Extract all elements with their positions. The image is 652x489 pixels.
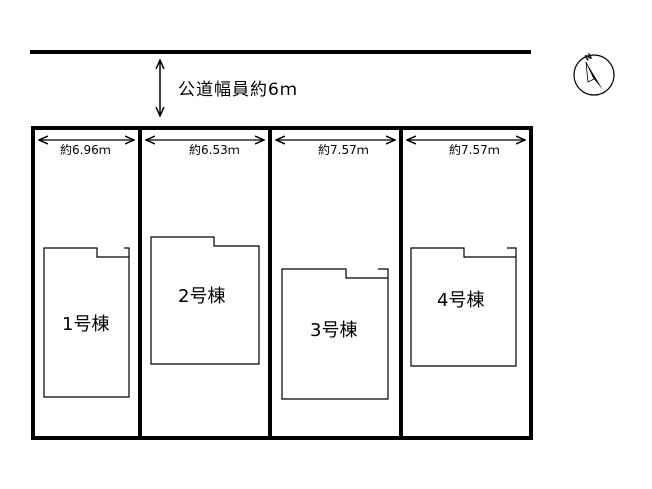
north-arrow-tail xyxy=(585,61,595,83)
lot-3-width-label: 約7.57ｍ xyxy=(318,142,369,157)
north-arrow-icon xyxy=(586,62,603,90)
building-footprints xyxy=(43,236,517,400)
compass-north-label: N xyxy=(583,52,593,63)
lot-boundaries xyxy=(31,126,533,440)
lot-4-boundary xyxy=(399,126,533,440)
building-3-footprint xyxy=(281,268,389,400)
building-1-footprint xyxy=(43,247,130,398)
building-4-footprint xyxy=(410,247,517,367)
lot-2-width-label: 約6.53ｍ xyxy=(189,142,240,157)
building-1-label: 1号棟 xyxy=(62,314,109,335)
lot-2-boundary xyxy=(138,126,272,440)
building-2-label: 2号棟 xyxy=(178,286,225,307)
building-4-label: 4号棟 xyxy=(437,290,484,311)
compass-circle xyxy=(573,54,615,96)
compass: N xyxy=(573,52,615,96)
building-3-label: 3号棟 xyxy=(310,320,357,341)
lot-3-boundary xyxy=(268,126,403,440)
lot-4-width-label: 約7.57ｍ xyxy=(449,142,500,157)
road-width-label: 公道幅員約6ｍ xyxy=(178,80,298,100)
lot-1-width-label: 約6.96ｍ xyxy=(60,142,111,157)
building-2-footprint xyxy=(150,236,260,365)
lot-1-boundary xyxy=(31,126,142,440)
